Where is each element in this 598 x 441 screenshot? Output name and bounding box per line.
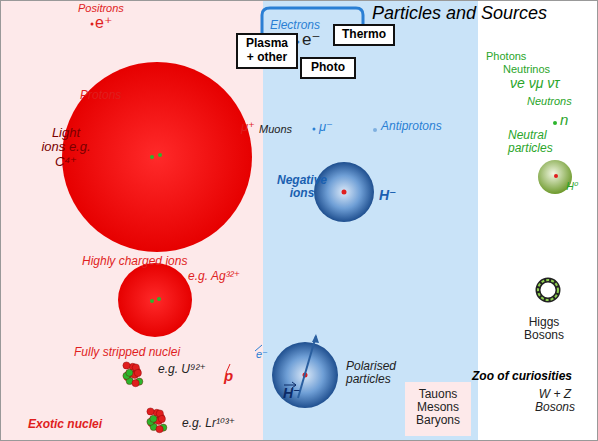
- particle-label: νe νμ ντ: [510, 76, 559, 91]
- nucleus-cluster: [147, 408, 167, 433]
- nucleus-dot: [342, 190, 347, 195]
- negative-ion-sphere: [314, 162, 374, 222]
- particle-label: Higgs Bosons: [512, 316, 576, 342]
- nucleus-dot: [158, 153, 162, 157]
- nucleus-dot: [554, 174, 558, 178]
- box-label: Thermo: [339, 28, 389, 42]
- particle-label: μ⁺: [241, 120, 255, 134]
- particle-label: μ⁻: [319, 120, 333, 134]
- light-ion-sphere: [62, 62, 252, 252]
- particle-label: H⁻: [379, 188, 397, 203]
- particle-label: Negative ions: [276, 174, 328, 200]
- nucleon: [150, 415, 157, 422]
- particle-label: n: [560, 112, 568, 129]
- particle-label: Neutral particles: [508, 129, 570, 155]
- highly-charged-ion-sphere: [118, 263, 192, 337]
- spin-axis: [298, 336, 316, 398]
- particle-label: Antiprotons: [381, 120, 442, 133]
- box-label: Photo: [306, 61, 350, 75]
- neutron-dot: [553, 121, 557, 125]
- source-box: Plasma + other: [236, 33, 298, 69]
- higgs-ring: [538, 280, 558, 300]
- nucleon: [147, 408, 154, 415]
- nucleus-dot: [150, 155, 154, 159]
- particle-label: Muons: [259, 123, 292, 135]
- particle-label: W + Z Bosons: [522, 388, 588, 414]
- source-box: Photo: [300, 57, 356, 79]
- particle-label: p: [224, 368, 233, 385]
- positron-dot: [91, 23, 94, 26]
- particle-label: e⁻: [302, 31, 320, 50]
- particle-label: Polarised particles: [346, 360, 408, 386]
- particle-label: e.g. Ag³²⁺: [180, 270, 240, 283]
- muon-dot: [313, 128, 316, 131]
- particle-label: Positrons: [78, 2, 124, 14]
- particle-label: H⁻: [283, 386, 301, 401]
- source-box: Thermo: [333, 24, 395, 46]
- nucleon: [132, 380, 139, 387]
- particle-label: Neutrons: [527, 95, 572, 107]
- curiosities-patch: [405, 382, 471, 436]
- nucleus-cluster: [123, 362, 143, 387]
- nucleon: [123, 362, 130, 369]
- particle-label: Highly charged ions: [82, 255, 187, 268]
- particle-label: H⁰: [566, 180, 578, 192]
- particle-label: Zoo of curiosities: [472, 370, 572, 383]
- antiproton-dot: [373, 128, 377, 132]
- particle-label: Light ions e.g. C⁴⁺: [40, 126, 92, 169]
- particle-label: Neutrinos: [503, 63, 550, 75]
- spin-arrowhead: [312, 334, 319, 343]
- particle-label: Protons: [80, 89, 121, 102]
- charged-positive-panel: [0, 0, 263, 441]
- nucleus-dot: [157, 297, 161, 301]
- nucleon: [126, 369, 133, 376]
- particle-label: e.g. U⁹²⁺: [158, 363, 206, 376]
- particle-label: e⁺: [95, 14, 112, 32]
- nucleon: [156, 426, 163, 433]
- particle-label: e⁻: [256, 348, 268, 360]
- nucleus-dot: [150, 299, 154, 303]
- title: Particles and Sources: [372, 3, 547, 24]
- nucleon: [134, 369, 141, 376]
- particle-label: Exotic nuclei: [28, 418, 102, 431]
- nucleon: [158, 415, 165, 422]
- particle-label: e.g. Lr¹⁰³⁺: [182, 417, 235, 430]
- box-label: Plasma + other: [242, 37, 292, 65]
- higgs-ring: [538, 280, 558, 300]
- particle-label: Tauons Mesons Baryons: [408, 388, 468, 428]
- particle-label: Photons: [486, 50, 526, 62]
- particle-label: Fully stripped nuclei: [74, 346, 180, 359]
